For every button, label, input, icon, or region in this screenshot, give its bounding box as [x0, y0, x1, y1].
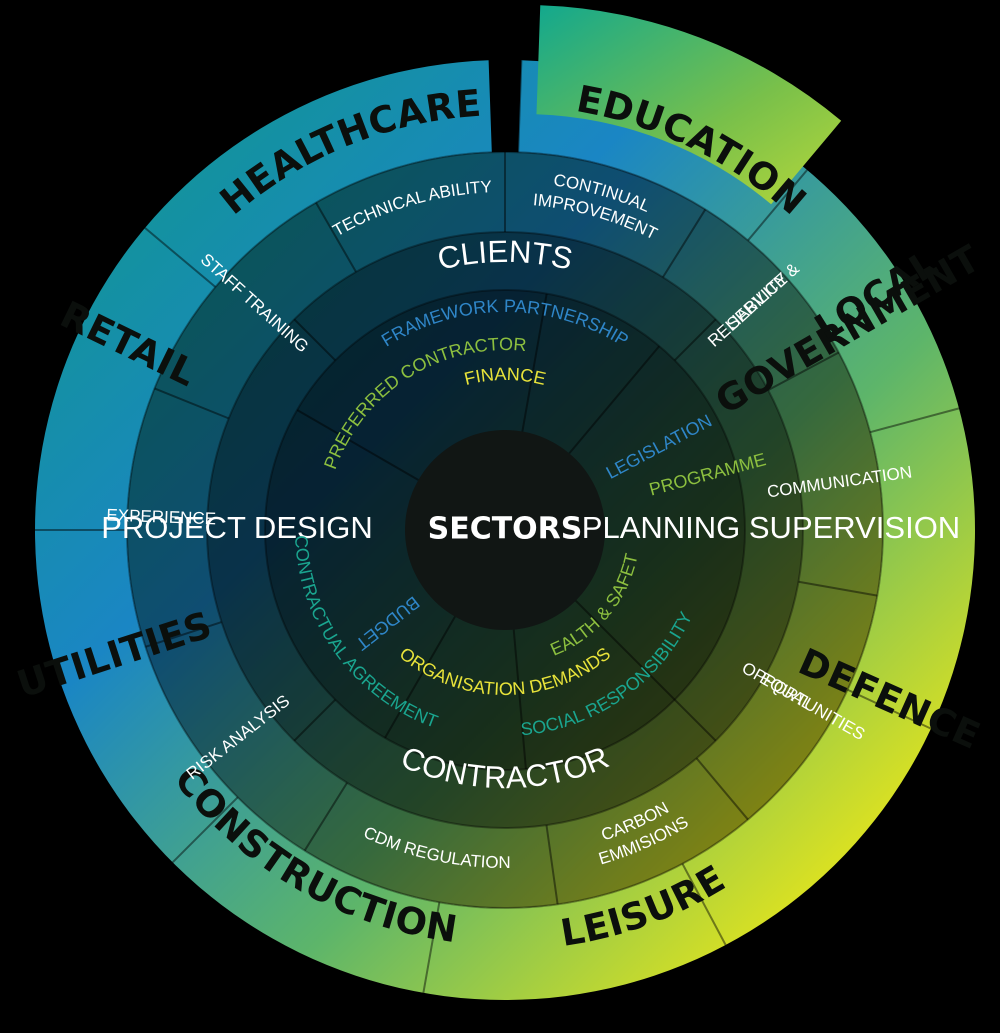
factor-divider [521, 293, 548, 432]
values-divider [303, 782, 348, 852]
ring-border [264, 289, 746, 771]
center-disc [405, 430, 605, 630]
sector-divider [847, 688, 932, 730]
sector-divider [747, 169, 808, 242]
wheel-dividers [35, 60, 960, 994]
sector-divider [869, 407, 960, 434]
stakeholder-divider [673, 698, 717, 742]
stakeholder-project-design: PROJECT DESIGN [101, 510, 373, 545]
value-experience: EXPERIENCE [106, 506, 216, 529]
values-divider [315, 202, 357, 273]
wheel-rings [35, 5, 976, 1000]
sector-divider [517, 60, 523, 153]
education-piece [536, 5, 842, 205]
factor-divider [296, 409, 419, 481]
factor-divider [512, 629, 527, 770]
factor-divider [384, 616, 456, 739]
sector-divider [422, 902, 441, 994]
center-label-sectors: SECTORS [428, 512, 583, 547]
values-divider [154, 387, 230, 420]
stakeholder-divider [293, 698, 337, 742]
ring-border [126, 151, 884, 909]
sector-divider [171, 796, 239, 864]
stakeholder-divider [673, 318, 717, 362]
values-divider [545, 824, 559, 905]
factor-divider [568, 345, 661, 455]
values-divider [145, 621, 222, 648]
values-divider [662, 208, 707, 278]
values-divider [798, 580, 878, 597]
stakeholder-planning-supervision: PLANNING SUPERVISION [582, 510, 960, 545]
values-divider [695, 757, 749, 821]
sector-divider [681, 863, 727, 946]
sector-divider [144, 227, 217, 288]
values-divider [767, 351, 840, 391]
factor-divider [575, 600, 676, 701]
stakeholder-divider [293, 318, 337, 362]
ring-border [206, 231, 804, 829]
